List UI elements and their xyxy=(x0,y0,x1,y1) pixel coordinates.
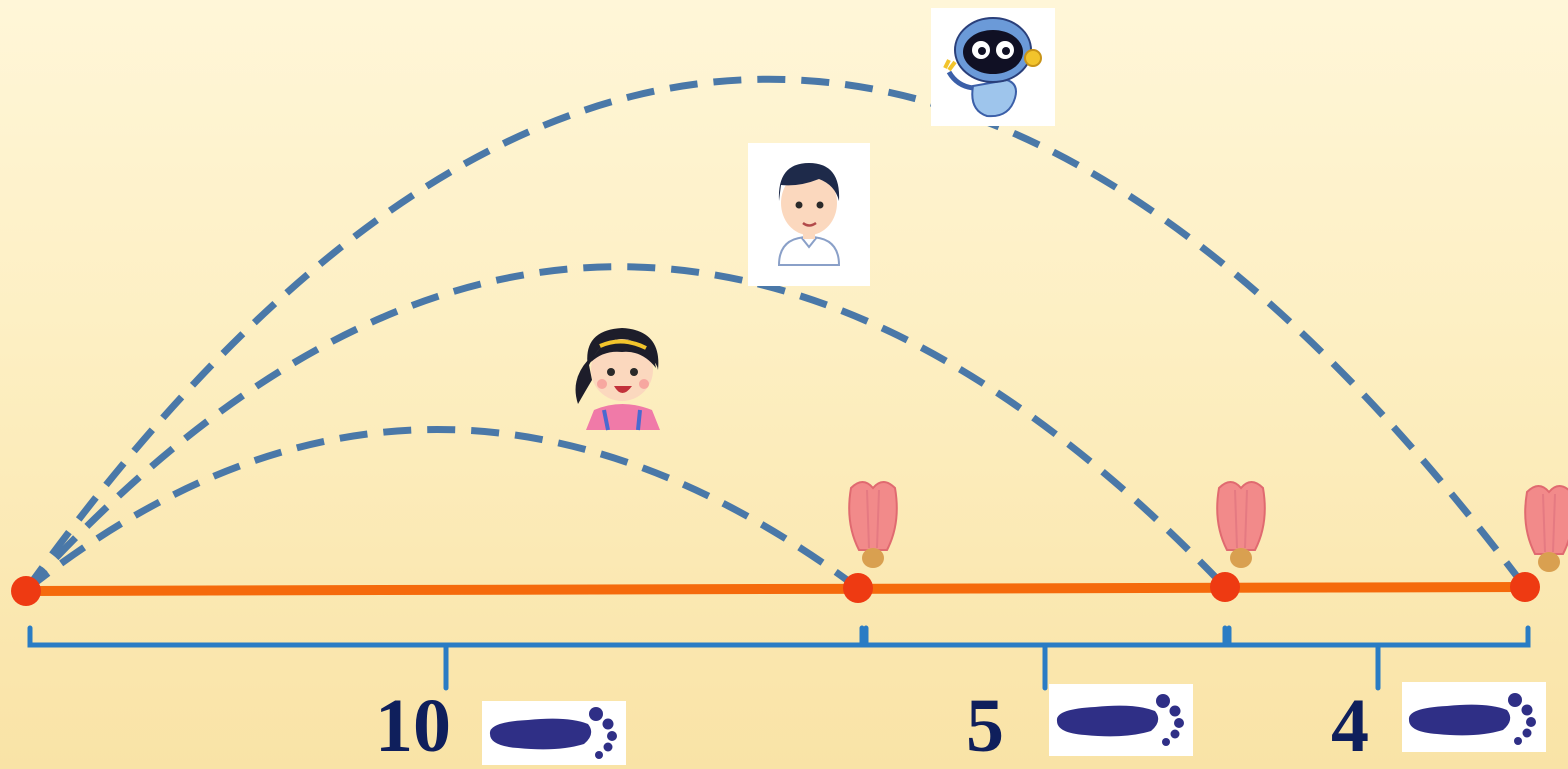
shuttlecock-icon xyxy=(1524,485,1568,572)
segment-label-2: 5 xyxy=(966,684,1004,768)
shuttlecock-icon xyxy=(1216,481,1266,568)
segment-label-1: 10 xyxy=(375,684,451,768)
footprint-icon xyxy=(1408,693,1536,745)
girl-avatar-icon xyxy=(575,328,660,431)
robot-avatar-icon xyxy=(943,17,1042,118)
start-point xyxy=(11,576,41,606)
robot-throw-arc xyxy=(23,75,1528,593)
segment-bracket-1 xyxy=(27,625,865,691)
footprint-icon xyxy=(1056,694,1184,746)
boy-landing-point xyxy=(1210,572,1240,602)
girl-throw-arc xyxy=(23,426,861,593)
footprint-icon xyxy=(489,707,617,759)
distance-line xyxy=(21,582,1530,596)
segment-bracket-3 xyxy=(1226,625,1531,691)
segment-label-3: 4 xyxy=(1331,684,1369,768)
shuttlecock-icon xyxy=(848,481,898,568)
boy-avatar-icon xyxy=(777,163,841,266)
segment-bracket-2 xyxy=(863,625,1228,691)
girl-landing-point xyxy=(843,573,873,603)
robot-landing-point xyxy=(1510,572,1540,602)
boy-throw-arc xyxy=(23,263,1228,593)
